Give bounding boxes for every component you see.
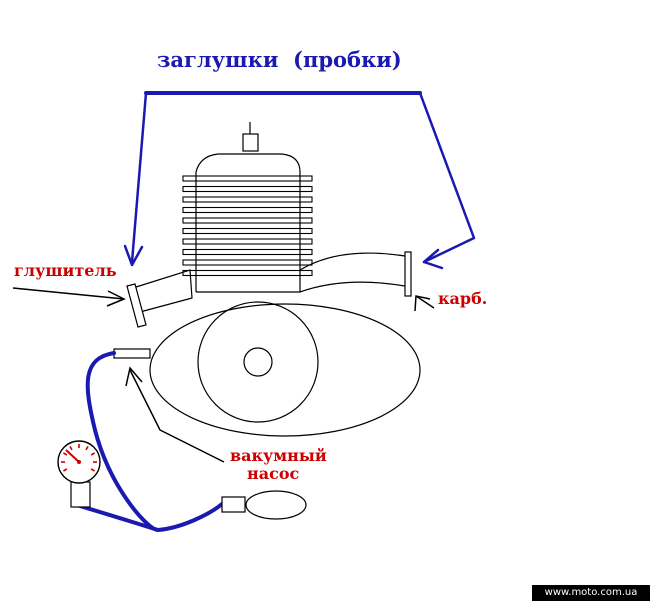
- watermark: www.moto.com.ua: [532, 585, 650, 601]
- carb-label: карб.: [438, 289, 487, 308]
- gauge-tick: [85, 446, 89, 451]
- vacuum-pump-label-line2: насос: [247, 464, 299, 483]
- head-dome: [195, 153, 301, 173]
- gauge-hose: [78, 504, 160, 532]
- crankcase: [149, 301, 421, 437]
- muffler-pointer: [12, 287, 126, 307]
- cooling-fin: [182, 227, 313, 235]
- muffler-label: глушитель: [14, 261, 117, 280]
- crankcase-outline: [149, 303, 421, 437]
- exhaust-port: [126, 269, 193, 328]
- intake-plug: [404, 251, 412, 297]
- cylinder-body: [195, 172, 301, 293]
- vacuum-pump-label-line1: вакумный: [230, 446, 327, 465]
- cooling-fin: [182, 175, 313, 182]
- plugs-label: заглушки (пробки): [157, 47, 402, 72]
- cooling-fin: [182, 185, 313, 193]
- hand-pump-bulb-icon: [221, 490, 307, 520]
- intake-port: [299, 251, 412, 297]
- plugs-bracket: [123, 91, 476, 270]
- cooling-fin: [182, 217, 313, 224]
- cooling-fin: [182, 206, 313, 214]
- cylinder-head: [195, 122, 301, 173]
- carb-pointer: [414, 295, 435, 312]
- exhaust-plug: [126, 283, 147, 328]
- crank-hub: [243, 347, 273, 377]
- pressure-gauge-icon: [57, 440, 101, 508]
- flywheel-circle: [197, 301, 319, 423]
- gauge-tick: [90, 468, 95, 472]
- cooling-fin: [182, 269, 313, 277]
- gauge-tick: [69, 446, 73, 451]
- cooling-fin: [182, 196, 313, 203]
- cooling-fin: [182, 259, 313, 266]
- cooling-fin: [182, 248, 313, 256]
- gauge-tick: [63, 468, 68, 472]
- gauge-tick: [63, 452, 68, 456]
- spark-plug: [242, 133, 259, 152]
- vacuum-pointer: [125, 366, 225, 463]
- gauge-tick: [90, 452, 95, 456]
- vacuum-hose: [85, 351, 224, 533]
- cooling-fins: [182, 175, 313, 277]
- cooling-fin: [182, 238, 313, 245]
- vacuum-fitting: [113, 348, 151, 359]
